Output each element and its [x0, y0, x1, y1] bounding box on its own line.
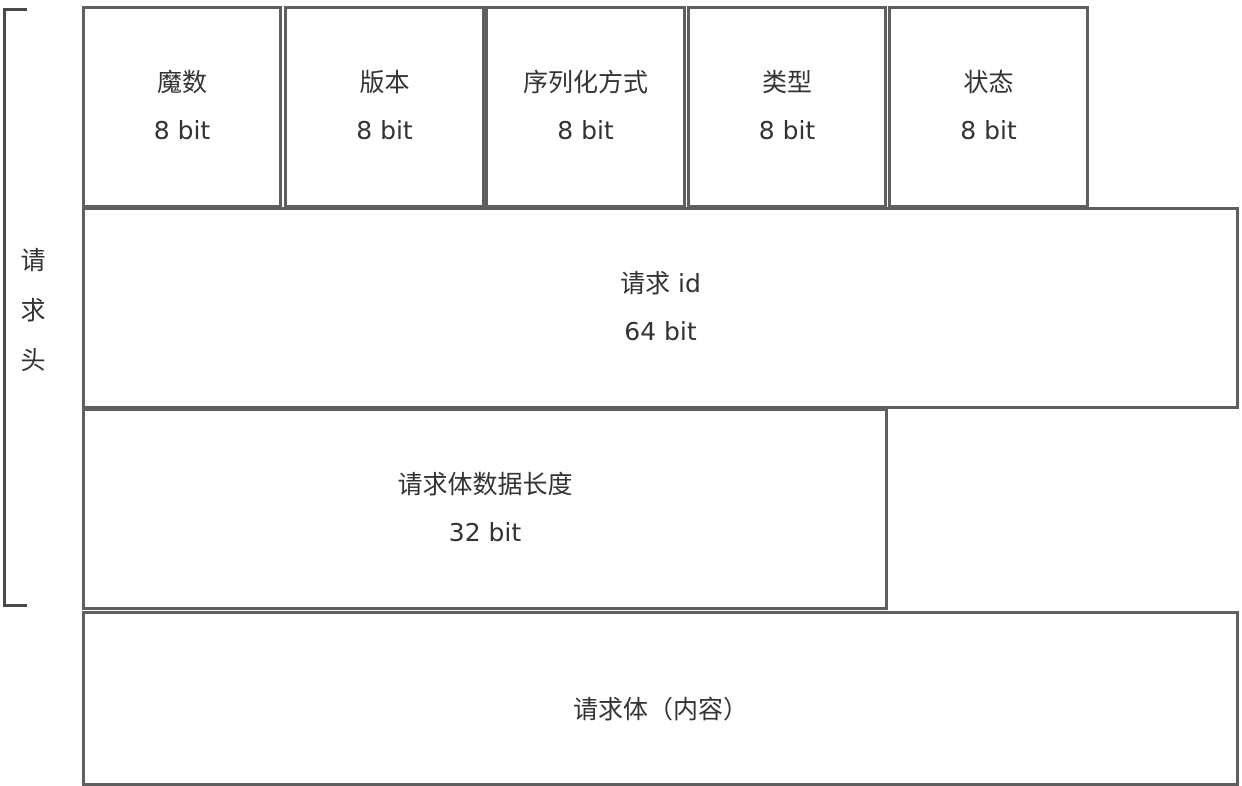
request-header-bracket [3, 8, 27, 607]
field-name: 版本 [359, 68, 410, 97]
field-serialization: 序列化方式 8 bit [485, 6, 686, 208]
field-name: 类型 [761, 68, 812, 97]
field-name: 请求 id [620, 269, 701, 298]
header-label-char: 请 [20, 246, 46, 275]
field-request-body: 请求体（内容） [82, 611, 1239, 786]
field-status: 状态 8 bit [888, 6, 1089, 208]
field-size: 64 bit [624, 317, 697, 346]
field-size: 8 bit [557, 116, 614, 145]
field-name: 请求体（内容） [572, 695, 748, 724]
field-size: 8 bit [153, 116, 211, 145]
field-body-length: 请求体数据长度 32 bit [82, 408, 888, 610]
header-label-char: 头 [20, 346, 46, 375]
field-name: 请求体数据长度 [397, 470, 573, 499]
field-request-id: 请求 id 64 bit [82, 207, 1239, 409]
field-size: 8 bit [960, 116, 1017, 145]
field-version: 版本 8 bit [284, 6, 485, 208]
header-label-char: 求 [20, 296, 46, 325]
field-size: 8 bit [758, 116, 816, 145]
field-size: 8 bit [356, 116, 413, 145]
field-size: 32 bit [448, 518, 522, 547]
field-magic: 魔数 8 bit [82, 6, 282, 208]
field-type: 类型 8 bit [687, 6, 887, 208]
field-name: 魔数 [156, 68, 207, 97]
field-name: 序列化方式 [522, 68, 648, 97]
request-header-label: 请 求 头 [17, 236, 49, 386]
field-name: 状态 [963, 68, 1014, 97]
